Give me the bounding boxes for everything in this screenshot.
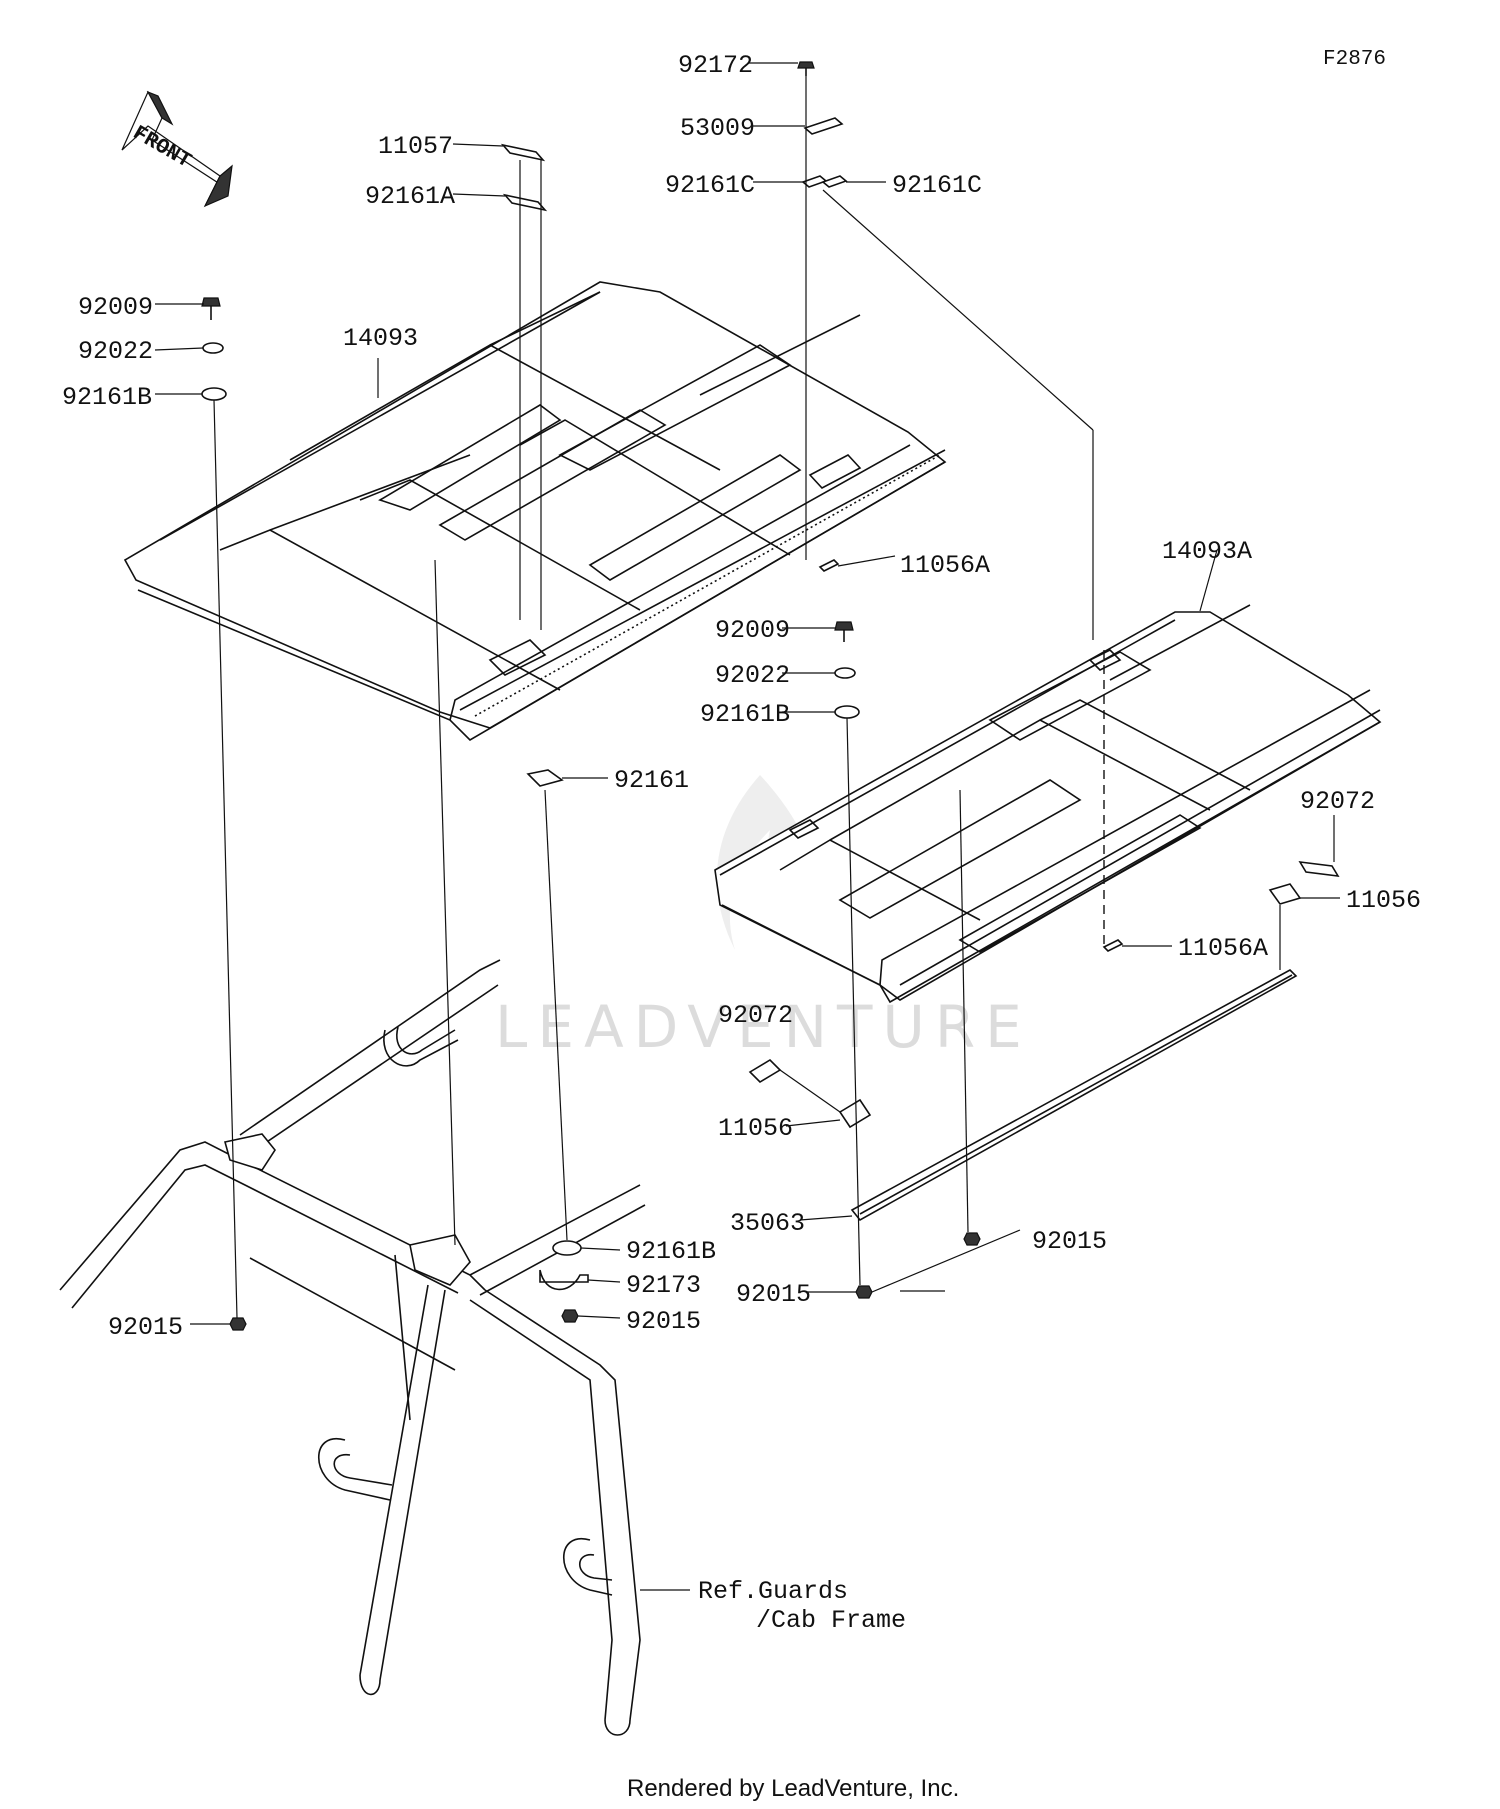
nut-92015-mid bbox=[855, 1285, 873, 1299]
label-14093: 14093 bbox=[343, 324, 418, 353]
watermark-text: LEADVENTURE bbox=[495, 993, 1032, 1061]
reference-line2: /Cab Frame bbox=[756, 1606, 906, 1635]
label-92161c-left: 92161C bbox=[665, 171, 755, 200]
nut-92015-left bbox=[229, 1317, 247, 1331]
reference-line1: Ref.Guards bbox=[698, 1577, 848, 1606]
label-53009: 53009 bbox=[680, 114, 755, 143]
roof-panel-14093 bbox=[123, 281, 947, 742]
label-92173: 92173 bbox=[626, 1271, 701, 1300]
front-arrow-label: FRONT bbox=[129, 122, 195, 173]
figure-code: F2876 bbox=[1323, 48, 1386, 71]
label-92161: 92161 bbox=[614, 766, 689, 795]
label-11057: 11057 bbox=[378, 132, 453, 161]
label-92009-right: 92009 bbox=[715, 616, 790, 645]
label-92172: 92172 bbox=[678, 51, 753, 80]
label-92161b-bottom: 92161B bbox=[626, 1237, 716, 1266]
label-92015-mid: 92015 bbox=[736, 1280, 811, 1309]
label-92022-right: 92022 bbox=[715, 661, 790, 690]
label-11056-left: 11056 bbox=[718, 1114, 793, 1143]
label-92015-right: 92015 bbox=[1032, 1227, 1107, 1256]
label-11056a-right: 11056A bbox=[1178, 934, 1268, 963]
label-92161a: 92161A bbox=[365, 182, 455, 211]
front-arrow: FRONT bbox=[121, 90, 233, 208]
label-35063: 35063 bbox=[730, 1209, 805, 1238]
label-92015-left: 92015 bbox=[108, 1313, 183, 1342]
alignment-lines bbox=[213, 76, 1281, 1319]
label-92161b-right: 92161B bbox=[700, 700, 790, 729]
nut-92015-right bbox=[963, 1232, 981, 1246]
brace-35063 bbox=[850, 969, 1298, 1222]
cab-frame bbox=[59, 959, 646, 1736]
callout-labels: 92172 53009 92161C 92161C 11057 92161A 9… bbox=[62, 51, 1421, 1635]
label-92161c-right: 92161C bbox=[892, 171, 982, 200]
label-92161b-left: 92161B bbox=[62, 383, 152, 412]
hardware bbox=[201, 61, 1340, 1331]
label-14093a: 14093A bbox=[1162, 537, 1252, 566]
label-11056-right: 11056 bbox=[1346, 886, 1421, 915]
label-92072-right: 92072 bbox=[1300, 787, 1375, 816]
footer-credit: Rendered by LeadVenture, Inc. bbox=[627, 1775, 959, 1802]
nut-92015-bottom bbox=[561, 1309, 579, 1323]
label-92009-left: 92009 bbox=[78, 293, 153, 322]
label-92015-bottom: 92015 bbox=[626, 1307, 701, 1336]
label-92072-left: 92072 bbox=[718, 1001, 793, 1030]
leader-lines bbox=[154, 62, 1340, 1591]
roof-panel-14093a bbox=[714, 604, 1382, 1004]
label-11056a-top: 11056A bbox=[900, 551, 990, 580]
label-92022-left: 92022 bbox=[78, 337, 153, 366]
